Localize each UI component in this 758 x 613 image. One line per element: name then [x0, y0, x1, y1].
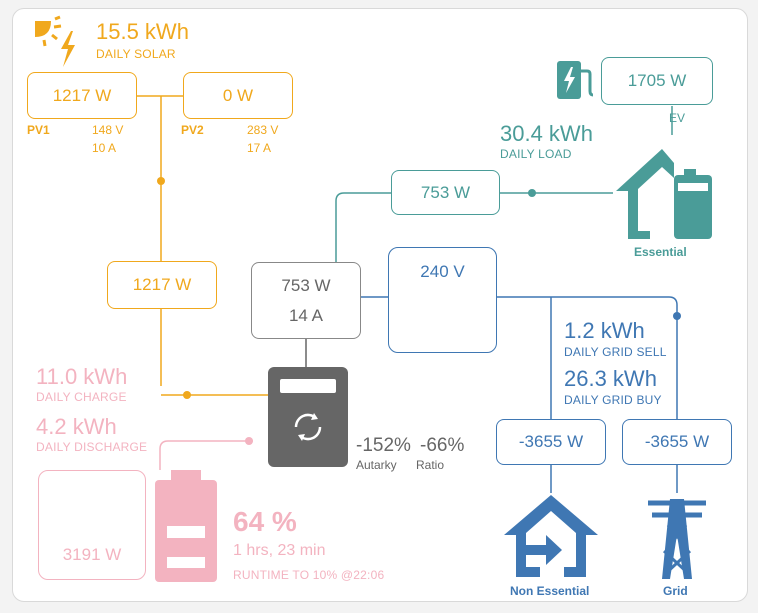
ev-label: EV — [669, 111, 686, 125]
battery-level-segment — [167, 526, 205, 538]
battery-level-segment — [167, 557, 205, 569]
essential-label: Essential — [634, 245, 687, 259]
ev-power-box[interactable]: 1705 W — [601, 57, 713, 105]
daily-load-value: 30.4 kWh — [500, 121, 593, 146]
essential-home-battery-icon — [616, 149, 712, 239]
pv2-name: PV2 — [181, 123, 204, 137]
daily-grid-sell-label: DAILY GRID SELL — [564, 345, 667, 359]
solar-total-box[interactable]: 1217 W — [107, 261, 217, 309]
sync-icon — [294, 413, 322, 441]
daily-discharge-value: 4.2 kWh — [36, 414, 117, 439]
pv1-name: PV1 — [27, 123, 50, 137]
daily-solar-label: DAILY SOLAR — [96, 47, 176, 61]
ev-charger-icon — [557, 61, 594, 99]
essential-power: 753 W — [420, 182, 471, 202]
ev-power: 1705 W — [627, 71, 687, 90]
flow-lines — [113, 95, 681, 493]
pv2-power: 0 W — [222, 85, 254, 105]
sun-lightning-icon — [35, 15, 75, 67]
grid-power-box[interactable]: -3655 W — [622, 419, 732, 465]
pv2-power-box[interactable]: 0 W — [183, 72, 293, 119]
pv1-power-box[interactable]: 1217 W — [27, 72, 137, 119]
daily-solar-value: 15.5 kWh — [96, 19, 189, 44]
inverter-stats-box[interactable]: 753 W 14 A — [251, 262, 361, 339]
power-flow-card: 15.5 kWh DAILY SOLAR 1217 W 0 W PV1 148 … — [12, 8, 748, 602]
battery-power-box[interactable]: 3191 W — [38, 470, 146, 580]
inverter-current: 14 A — [288, 305, 324, 325]
daily-grid-buy-value: 26.3 kWh — [564, 366, 657, 391]
non-essential-label: Non Essential — [510, 584, 590, 598]
pv1-voltage: 148 V — [92, 123, 124, 137]
battery-icon — [155, 470, 217, 582]
non-essential-power: -3655 W — [518, 432, 584, 451]
inverter-power: 753 W — [281, 275, 331, 295]
essential-power-box[interactable]: 753 W — [391, 170, 500, 215]
non-essential-home-icon — [504, 495, 598, 577]
daily-grid-sell-value: 1.2 kWh — [564, 318, 645, 343]
grid-power: -3655 W — [644, 432, 710, 451]
inverter-icon — [268, 367, 348, 467]
daily-grid-buy-label: DAILY GRID BUY — [564, 393, 662, 407]
daily-load-label: DAILY LOAD — [500, 147, 572, 161]
autarky-label: Autarky — [356, 458, 397, 472]
ratio-value: -66% — [420, 435, 465, 456]
daily-charge-label: DAILY CHARGE — [36, 390, 127, 404]
pv1-power: 1217 W — [52, 85, 112, 105]
inverter-voltage-box[interactable]: 240 V — [388, 247, 497, 353]
battery-runtime-label: RUNTIME TO 10% @22:06 — [233, 568, 385, 582]
pv2-current: 17 A — [247, 141, 272, 155]
battery-level-fill — [163, 490, 209, 574]
pv1-current: 10 A — [92, 141, 117, 155]
inverter-voltage: 240 V — [420, 262, 465, 281]
battery-runtime: 1 hrs, 23 min — [233, 542, 326, 559]
battery-power: 3191 W — [62, 545, 122, 564]
daily-charge-value: 11.0 kWh — [36, 364, 128, 389]
transmission-tower-icon — [648, 499, 706, 579]
non-essential-power-box[interactable]: -3655 W — [496, 419, 606, 465]
grid-label: Grid — [663, 584, 688, 598]
battery-soc: 64 % — [233, 506, 297, 537]
solar-total-power: 1217 W — [132, 275, 192, 294]
pv2-voltage: 283 V — [247, 123, 279, 137]
battery-level-segment — [167, 496, 205, 507]
daily-discharge-label: DAILY DISCHARGE — [36, 440, 148, 454]
autarky-value: -152% — [356, 435, 411, 456]
ratio-label: Ratio — [416, 458, 445, 472]
